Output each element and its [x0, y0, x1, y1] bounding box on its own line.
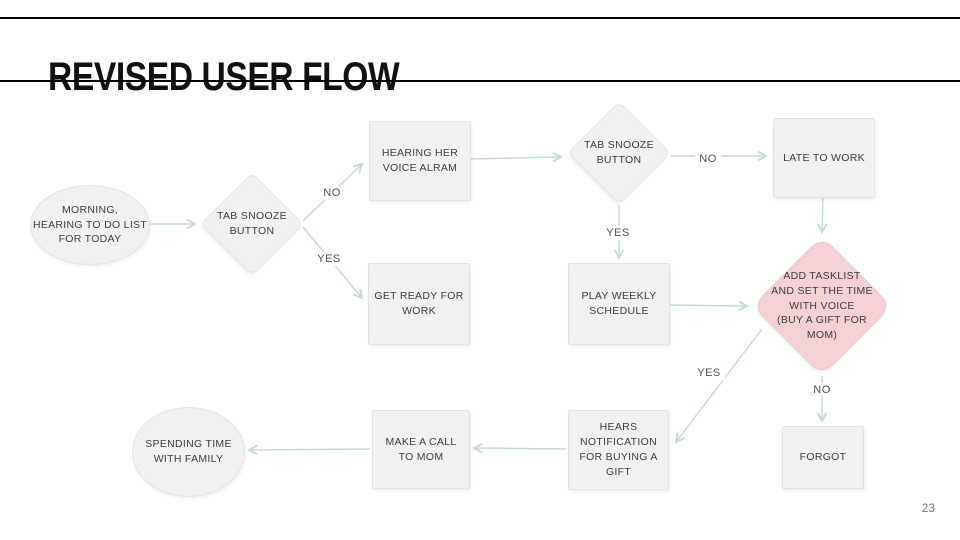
flow-node-forgot-label: FORGOT [799, 451, 847, 464]
flow-node-start-label: MORNING, HEARING TO DO LIST FOR TODAY [32, 203, 148, 246]
title-rule-top [0, 17, 960, 19]
page-number: 23 [921, 501, 935, 515]
edge-alarm-to-snooze2 [469, 151, 563, 163]
flow-node-spending-time-label: SPENDING TIME WITH FAMILY [145, 438, 232, 465]
edge-call-to-family [247, 444, 371, 456]
flow-node-start: MORNING, HEARING TO DO LIST FOR TODAY [30, 185, 150, 265]
flow-node-tab-snooze-1: TAB SNOOZE BUTTON [200, 172, 304, 276]
page-title: REVISED USER FLOW [48, 54, 400, 99]
flow-node-tab-snooze-2-label: TAB SNOOZE BUTTON [584, 139, 654, 166]
flow-node-spending-time: SPENDING TIME WITH FAMILY [132, 407, 245, 497]
edge-label-yes-1: YES [313, 252, 345, 266]
edge-label-no-1: NO [319, 186, 345, 200]
edge-tasklist-yes-to-notification [674, 328, 763, 444]
edge-label-yes-2: YES [602, 226, 634, 240]
edge-label-no-3: NO [809, 383, 835, 397]
edge-schedule-to-tasklist [668, 300, 749, 312]
title-rule-bottom [0, 80, 960, 82]
flow-node-tab-snooze-2: TAB SNOOZE BUTTON [567, 101, 671, 205]
edge-label-no-2: NO [695, 152, 721, 166]
flow-node-add-tasklist-label: ADD TASKLIST AND SET THE TIME WITH VOICE… [771, 269, 873, 342]
flow-node-hears-notification: HEARS NOTIFICATION FOR BUYING A GIFT [568, 410, 669, 490]
flow-node-play-schedule: PLAY WEEKLY SCHEDULE [568, 263, 670, 345]
flow-node-get-ready: GET READY FOR WORK [368, 263, 470, 345]
flow-node-hearing-voice-alarm-label: HEARING HER VOICE ALRAM [381, 147, 459, 174]
flow-node-forgot: FORGOT [782, 426, 864, 489]
edge-notification-to-call [472, 442, 567, 454]
flow-node-make-call: MAKE A CALL TO MOM [372, 410, 470, 489]
flow-node-add-tasklist: ADD TASKLIST AND SET THE TIME WITH VOICE… [751, 235, 893, 377]
edge-label-yes-3: YES [693, 366, 725, 380]
flow-node-play-schedule-label: PLAY WEEKLY SCHEDULE [581, 290, 657, 317]
flow-node-late-to-work-label: LATE TO WORK [783, 151, 865, 164]
flow-node-late-to-work: LATE TO WORK [773, 118, 875, 198]
flow-node-hears-notification-label: HEARS NOTIFICATION FOR BUYING A GIFT [579, 421, 658, 478]
flow-node-tab-snooze-1-label: TAB SNOOZE BUTTON [217, 210, 287, 237]
edge-late-to-tasklist [816, 196, 828, 234]
flow-node-get-ready-label: GET READY FOR WORK [374, 290, 464, 317]
flow-node-hearing-voice-alarm: HEARING HER VOICE ALRAM [369, 121, 471, 201]
flow-node-make-call-label: MAKE A CALL TO MOM [385, 435, 457, 463]
